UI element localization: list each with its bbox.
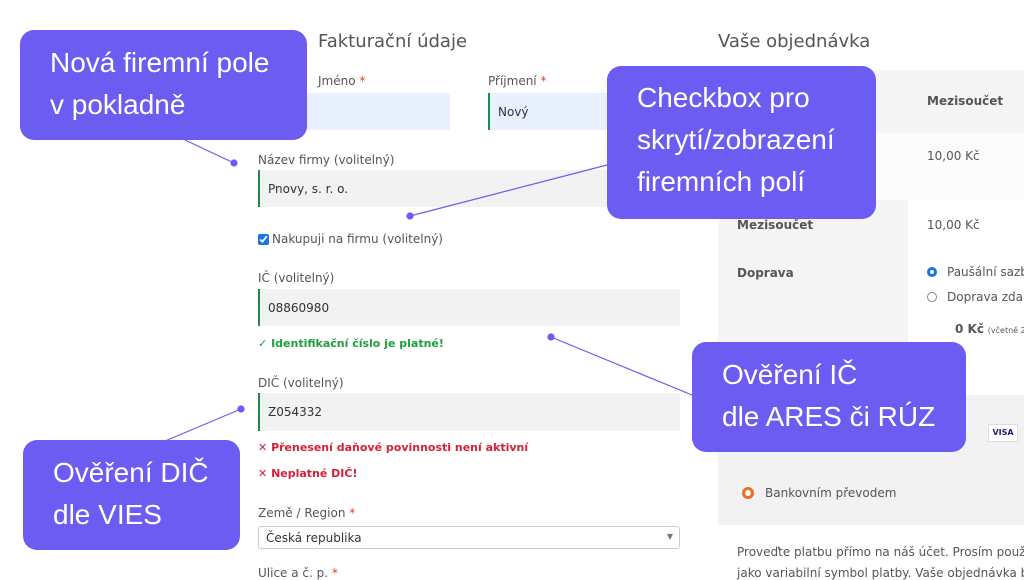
connector-dot	[237, 405, 245, 413]
shipping-radio-flat[interactable]	[927, 267, 937, 277]
dic-input[interactable]: Z054332	[258, 393, 680, 431]
last-name-label: Příjmení *	[488, 74, 547, 88]
connector-line	[550, 336, 693, 396]
connector-dot	[406, 212, 414, 220]
cross-icon: ✕	[258, 441, 268, 454]
header-subtotal: Mezisoučet	[927, 94, 1004, 108]
ic-valid-message: ✓ Identifikační číslo je platné!	[258, 337, 444, 350]
order-title: Vaše objednávka	[718, 31, 871, 52]
payment-radio-bank[interactable]	[742, 487, 754, 499]
payment-description-1: Proveďte platbu přímo na náš účet. Prosí…	[737, 545, 1024, 559]
cross-icon: ✕	[258, 467, 268, 480]
company-checkbox[interactable]	[258, 233, 269, 245]
shipping-radio-free[interactable]	[927, 292, 937, 302]
dic-error-invalid: ✕ Neplatné DIČ!	[258, 467, 358, 480]
connector-line	[409, 164, 608, 217]
chevron-down-icon: ▼	[666, 532, 673, 541]
total-value: 0 Kč (včetně 2	[955, 322, 1024, 336]
ic-label: IČ (volitelný)	[258, 271, 335, 285]
connector-line	[164, 408, 242, 442]
dic-error-reverse-charge: ✕ Přenesení daňové povinnosti není aktiv…	[258, 441, 529, 454]
shipping-option-flat[interactable]: Paušální sazba	[947, 265, 1024, 279]
product-price: 10,00 Kč	[927, 149, 980, 163]
company-checkbox-label: Nakupuji na firmu (volitelný)	[272, 232, 443, 246]
connector-dot	[230, 159, 238, 167]
shipping-option-free[interactable]: Doprava zdarma	[947, 290, 1024, 304]
subtotal-label: Mezisoučet	[737, 218, 814, 232]
subtotal-value: 10,00 Kč	[927, 218, 980, 232]
visa-icon: VISA	[988, 424, 1018, 442]
connector-line	[184, 139, 235, 164]
shipping-label: Doprava	[737, 266, 794, 280]
company-checkbox-row[interactable]: Nakupuji na firmu (volitelný)	[258, 232, 443, 246]
ic-input[interactable]: 08860980	[258, 289, 680, 326]
dic-label: DIČ (volitelný)	[258, 376, 344, 390]
country-label: Země / Region *	[258, 506, 356, 520]
check-icon: ✓	[258, 337, 268, 350]
country-select[interactable]: Česká republika▼	[258, 526, 680, 549]
company-label: Název firmy (volitelný)	[258, 153, 395, 167]
first-name-label: Jméno *	[318, 74, 366, 88]
connector-dot	[547, 333, 555, 341]
billing-title: Fakturační údaje	[318, 31, 468, 52]
payment-method-bank[interactable]: Bankovním převodem	[765, 486, 897, 500]
